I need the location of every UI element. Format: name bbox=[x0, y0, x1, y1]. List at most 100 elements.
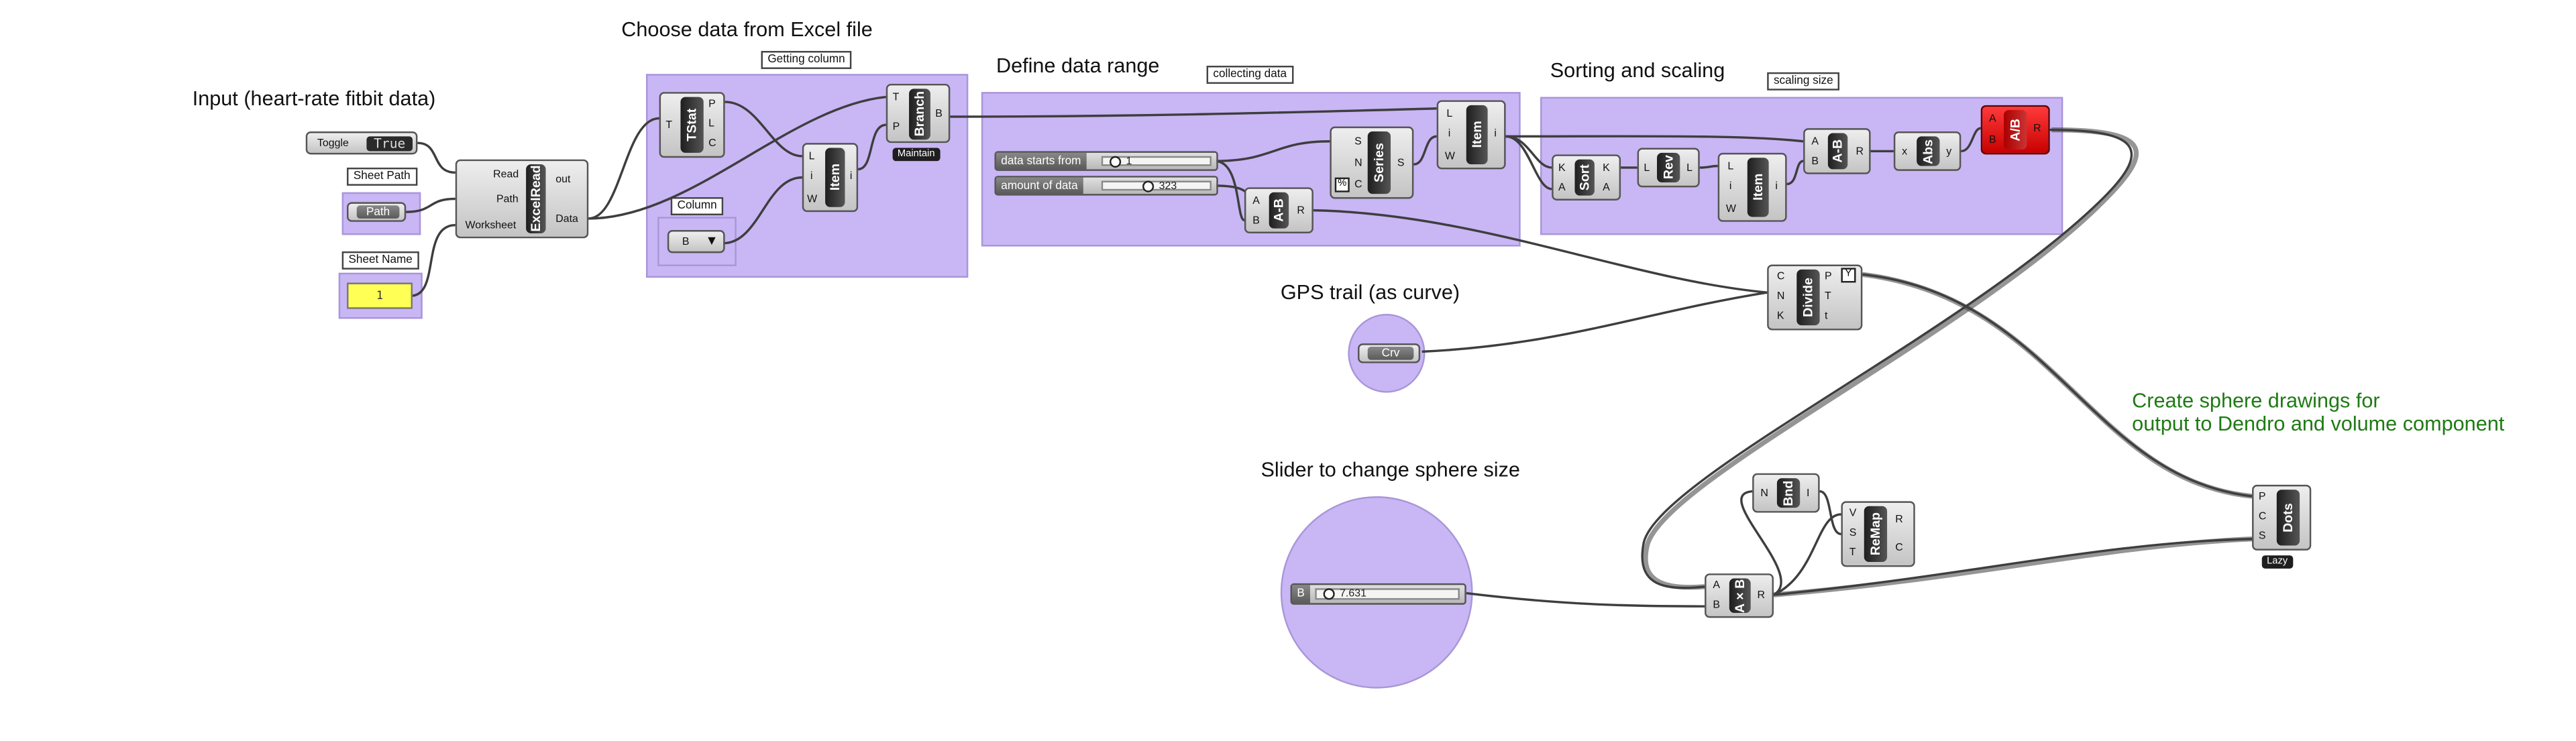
port-i-out: i bbox=[849, 170, 853, 182]
port-a: A bbox=[1252, 195, 1260, 207]
slider-sphere-size[interactable]: B 7.631 bbox=[1290, 583, 1466, 605]
item-component-1[interactable]: L i W Item i bbox=[802, 143, 859, 213]
port-b: B bbox=[935, 108, 943, 120]
boolean-toggle[interactable]: Toggle True bbox=[305, 131, 418, 155]
remap-component[interactable]: V S T ReMap R C bbox=[1841, 501, 1915, 567]
sort-component[interactable]: K A Sort K A bbox=[1552, 154, 1621, 201]
dropdown-arrow-icon[interactable]: ▼ bbox=[705, 233, 718, 249]
port-i-out: i bbox=[1494, 128, 1497, 140]
subtraction-component-1[interactable]: A B A-B R bbox=[1244, 187, 1313, 233]
dots-name: Dots bbox=[2276, 490, 2300, 546]
tstat-component[interactable]: T TStat P L C bbox=[659, 92, 725, 158]
port-b: B bbox=[1988, 134, 1996, 147]
port-k-out: K bbox=[1603, 162, 1610, 174]
path-param[interactable]: Path bbox=[347, 202, 407, 222]
port-i-out: i bbox=[1775, 180, 1778, 192]
division-component[interactable]: A B A/B R bbox=[1980, 105, 2050, 155]
reverse-component[interactable]: L Rev L bbox=[1637, 148, 1700, 188]
slider-start-track[interactable]: 1 bbox=[1101, 155, 1212, 167]
label-column: Column bbox=[670, 197, 724, 216]
dots-lazy-tag: Lazy bbox=[2261, 555, 2293, 569]
port-s: S bbox=[1849, 527, 1857, 539]
port-a: A bbox=[1988, 113, 1996, 125]
slider-size-track[interactable]: 7.631 bbox=[1315, 588, 1460, 600]
slider-amount-value: 323 bbox=[1159, 180, 1177, 192]
slider-start-label: data starts from bbox=[996, 152, 1086, 170]
port-k: K bbox=[1776, 310, 1784, 323]
wire bbox=[417, 141, 455, 174]
absolute-component[interactable]: x Abs y bbox=[1893, 131, 1962, 171]
rev-name: Rev bbox=[1657, 152, 1680, 182]
port-i: i bbox=[1448, 128, 1451, 140]
port-c: C bbox=[1895, 542, 1903, 554]
curve-param[interactable]: Crv bbox=[1358, 343, 1421, 363]
port-out: out bbox=[555, 174, 571, 186]
item1-name: Item bbox=[825, 148, 845, 207]
toggle-label: Toggle bbox=[317, 137, 349, 150]
sort-name: Sort bbox=[1574, 159, 1595, 196]
slider-size-value: 7.631 bbox=[1340, 588, 1366, 600]
port-k: K bbox=[1558, 162, 1566, 174]
item-component-2[interactable]: L i W Item i bbox=[1436, 100, 1506, 170]
port-l-out: L bbox=[1686, 162, 1693, 174]
port-s: S bbox=[2258, 530, 2266, 543]
slider-size-label: B bbox=[1292, 585, 1310, 604]
port-c: C bbox=[1354, 179, 1362, 191]
slider-knob[interactable] bbox=[1323, 588, 1335, 600]
port-s: S bbox=[1354, 136, 1362, 148]
port-t: T bbox=[1849, 547, 1856, 559]
port-r: R bbox=[1856, 146, 1864, 158]
toggle-value[interactable]: True bbox=[366, 136, 413, 152]
divide-name: Divide bbox=[1796, 269, 1820, 326]
port-p: P bbox=[892, 121, 900, 133]
multiplication-component[interactable]: A B A×B R bbox=[1705, 573, 1774, 618]
port-t-lower: t bbox=[1824, 310, 1828, 323]
slider-amount[interactable]: amount of data 323 bbox=[994, 176, 1218, 196]
port-data: Data bbox=[555, 213, 578, 225]
port-y: y bbox=[1946, 146, 1952, 158]
port-r: R bbox=[1757, 589, 1766, 602]
port-p: P bbox=[1824, 271, 1832, 283]
slider-amount-track[interactable]: 323 bbox=[1101, 180, 1212, 192]
port-l: L bbox=[708, 118, 715, 130]
series-name: Series bbox=[1367, 131, 1391, 194]
wire bbox=[1421, 291, 1768, 353]
slider-amount-label: amount of data bbox=[996, 177, 1083, 194]
title-gps-trail: GPS trail (as curve) bbox=[1280, 281, 1460, 304]
tstat-name: TStat bbox=[680, 97, 704, 153]
port-v: V bbox=[1849, 508, 1857, 520]
port-b: B bbox=[1713, 600, 1720, 612]
slider-data-start[interactable]: data starts from 1 bbox=[994, 151, 1218, 171]
port-read: Read bbox=[493, 169, 519, 181]
bounds-component[interactable]: N Bnd I bbox=[1752, 473, 1820, 513]
port-n: N bbox=[1776, 290, 1785, 302]
slider-start-value: 1 bbox=[1126, 155, 1132, 167]
sheet-name-panel[interactable]: 1 bbox=[347, 282, 413, 309]
subtraction-component-2[interactable]: A B A-B R bbox=[1803, 128, 1871, 174]
excelread-component[interactable]: Read Path Worksheet ExcelRead out Data bbox=[455, 159, 589, 239]
dots-component[interactable]: P C S Dots bbox=[2252, 484, 2312, 551]
column-value-list[interactable]: B ▼ bbox=[667, 230, 725, 253]
slider-knob[interactable] bbox=[1142, 180, 1155, 192]
series-component[interactable]: S N C % Series S bbox=[1330, 126, 1414, 199]
label-collecting-data: collecting data bbox=[1206, 66, 1293, 84]
port-l: L bbox=[808, 151, 815, 163]
curve-param-label: Crv bbox=[1367, 347, 1414, 360]
graft-flag-icon: Y bbox=[1841, 268, 1856, 283]
slider-knob[interactable] bbox=[1110, 155, 1122, 167]
adiv-name: A/B bbox=[2004, 110, 2027, 150]
label-scaling-size: scaling size bbox=[1767, 72, 1840, 91]
item-component-3[interactable]: L i W Item i bbox=[1717, 152, 1787, 222]
item3-name: Item bbox=[1747, 158, 1769, 217]
port-c: C bbox=[708, 137, 716, 150]
port-w: W bbox=[1444, 151, 1455, 163]
divide-curve-component[interactable]: C N K Divide P Y T t bbox=[1767, 264, 1863, 331]
path-param-label: Path bbox=[356, 205, 400, 219]
bnd-name: Bnd bbox=[1776, 478, 1801, 508]
amb2-name: A-B bbox=[1827, 133, 1848, 170]
remap-name: ReMap bbox=[1864, 506, 1888, 563]
branch-component[interactable]: T P Branch B bbox=[885, 83, 951, 144]
port-b: B bbox=[1811, 156, 1819, 168]
port-p: P bbox=[708, 99, 716, 111]
